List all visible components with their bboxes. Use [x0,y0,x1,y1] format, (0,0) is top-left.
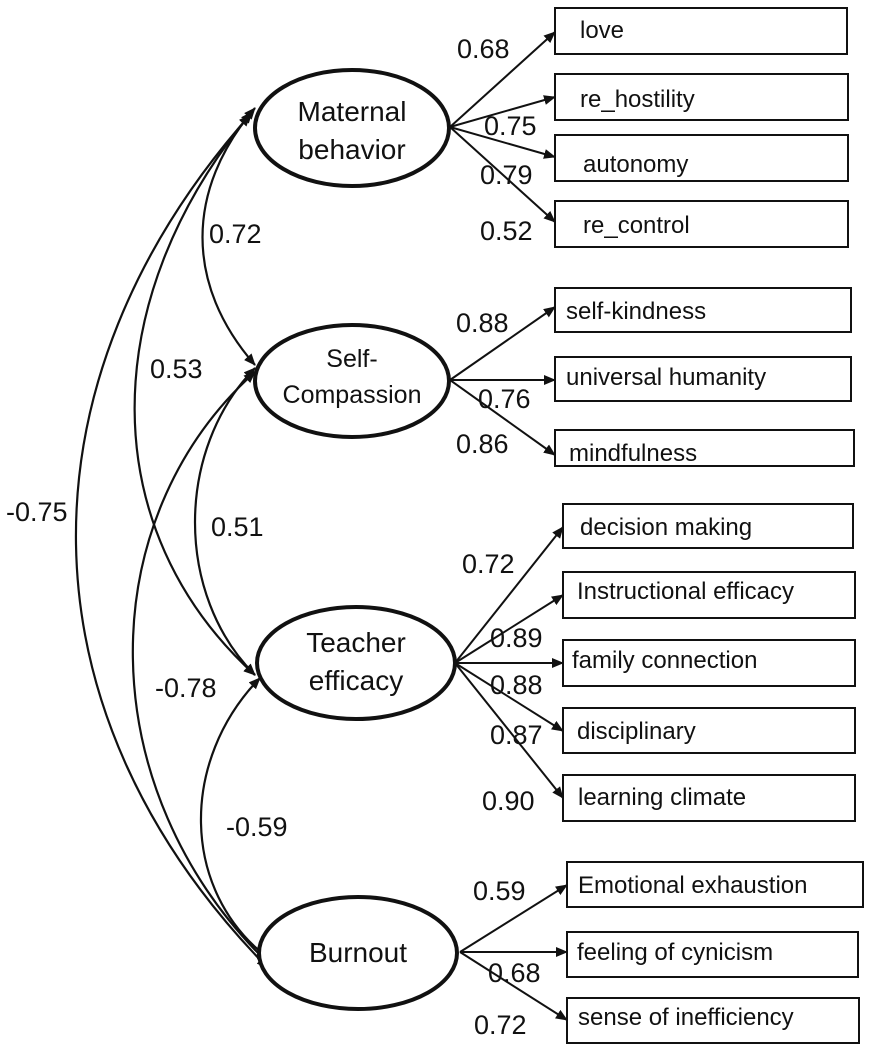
latent-maternal-behavior: Maternal behavior [253,68,451,188]
loading-disciplinary: 0.87 [490,720,543,750]
arrow-love [449,31,556,128]
latent-label-line1: Self- [326,345,377,373]
indicator-label: autonomy [583,151,688,178]
indicator-label: sense of inefficiency [578,1004,794,1031]
corr-compassion-burnout: -0.78 [155,673,217,703]
loading-family-connection: 0.88 [490,670,543,700]
corr-curve-compassion-efficacy [193,367,256,676]
indicator-emotional-exhaustion: Emotional exhaustion [566,861,864,908]
loading-re-control: 0.52 [480,216,533,246]
latent-label-line1: Maternal [298,96,407,127]
arrow-learning-climate [454,662,564,799]
indicator-label: learning climate [578,784,746,811]
loading-sense-of-inefficiency: 0.72 [474,1010,527,1040]
corr-maternal-efficacy: 0.53 [150,354,203,384]
loading-instructional-efficacy: 0.89 [490,623,543,653]
indicator-label: Instructional efficacy [577,578,794,605]
corr-efficacy-burnout: -0.59 [226,812,288,842]
indicator-label: feeling of cynicism [577,939,773,966]
indicator-label: universal humanity [566,364,766,391]
indicator-self-kindness: self-kindness [554,287,852,333]
corr-curve-maternal-efficacy [133,111,256,676]
arrow-re-hostility [449,95,556,128]
loading-learning-climate: 0.90 [482,786,535,816]
indicator-feeling-of-cynicism: feeling of cynicism [566,931,859,978]
corr-compassion-efficacy: 0.51 [211,512,264,542]
arrow-self-kindness [449,306,556,381]
loading-decision-making: 0.72 [462,549,515,579]
indicator-label: Emotional exhaustion [578,872,807,899]
loading-self-kindness: 0.88 [456,308,509,338]
indicator-label: re_control [583,212,690,239]
loading-universal-humanity: 0.76 [478,384,531,414]
loading-emotional-exhaustion: 0.59 [473,876,526,906]
arrow-mindfulness [449,379,556,456]
indicator-instructional-efficacy: Instructional efficacy [562,571,856,619]
loading-feeling-of-cynicism: 0.68 [488,958,541,988]
arrow-autonomy [449,126,556,159]
corr-curve-efficacy-burnout [199,677,269,959]
indicator-label: decision making [580,514,752,541]
arrow-instructional-efficacy [454,594,564,664]
indicator-re-control: re_control [554,200,849,248]
loading-autonomy: 0.79 [480,160,533,190]
corr-maternal-compassion: 0.72 [209,219,262,249]
arrow-emotional-exhaustion [459,884,568,953]
indicator-label: re_hostility [580,86,695,113]
arrow-disciplinary [454,662,564,732]
indicator-love: love [554,7,848,55]
latent-label-line2: behavior [298,134,405,165]
indicator-re-hostility: re_hostility [554,73,849,121]
indicator-label: love [580,17,624,44]
latent-burnout: Burnout [257,895,459,1011]
latent-self-compassion: Self- Compassion [253,323,451,439]
latent-label-line1: Teacher [306,627,406,658]
indicator-family-connection: family connection [562,639,856,687]
indicator-autonomy: autonomy [554,134,849,182]
latent-teacher-efficacy: Teacher efficacy [255,605,457,721]
indicator-sense-of-inefficiency: sense of inefficiency [566,997,860,1044]
indicator-decision-making: decision making [562,503,854,549]
latent-label-line1: Burnout [309,937,407,968]
corr-curve-compassion-burnout [131,371,269,964]
corr-curve-maternal-compassion [201,107,256,366]
indicator-label: family connection [572,647,757,674]
indicator-mindfulness: mindfulness [554,429,855,467]
latent-label-line2: Compassion [283,381,422,409]
indicator-label: mindfulness [569,440,697,467]
corr-curve-maternal-burnout [74,114,269,969]
corr-maternal-burnout: -0.75 [6,497,68,527]
indicator-label: disciplinary [577,718,696,745]
latent-label-line2: efficacy [309,665,403,696]
arrow-sense-of-inefficiency [459,951,568,1021]
indicator-learning-climate: learning climate [562,774,856,822]
indicator-disciplinary: disciplinary [562,707,856,754]
arrow-re-control [449,126,556,223]
arrow-decision-making [454,526,564,664]
loading-re-hostility: 0.75 [484,111,537,141]
loading-mindfulness: 0.86 [456,429,509,459]
indicator-universal-humanity: universal humanity [554,356,852,402]
indicator-label: self-kindness [566,298,706,325]
loading-love: 0.68 [457,34,510,64]
